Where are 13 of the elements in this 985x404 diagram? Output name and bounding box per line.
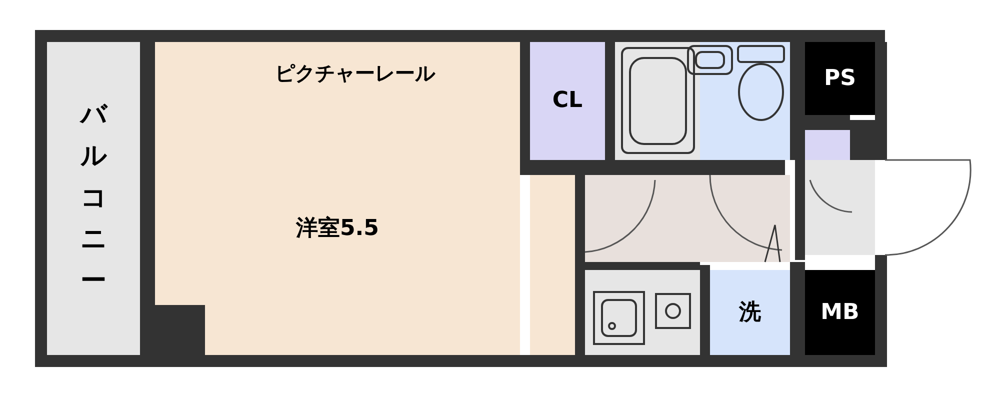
picture-rail-label: ピクチャーレール (275, 60, 435, 87)
room-label: MB (820, 302, 860, 324)
washer-space (710, 270, 790, 355)
room-label: CL (552, 90, 583, 112)
room-label: バルコニー (80, 98, 106, 298)
pipe-space (805, 42, 875, 115)
meter-box (805, 270, 875, 355)
room (155, 42, 520, 355)
balcony (47, 42, 140, 355)
room-label: 洗 (739, 302, 761, 324)
closet (530, 42, 605, 160)
room-label: PS (824, 68, 856, 90)
room-label: 洋室5.5 (296, 218, 379, 240)
